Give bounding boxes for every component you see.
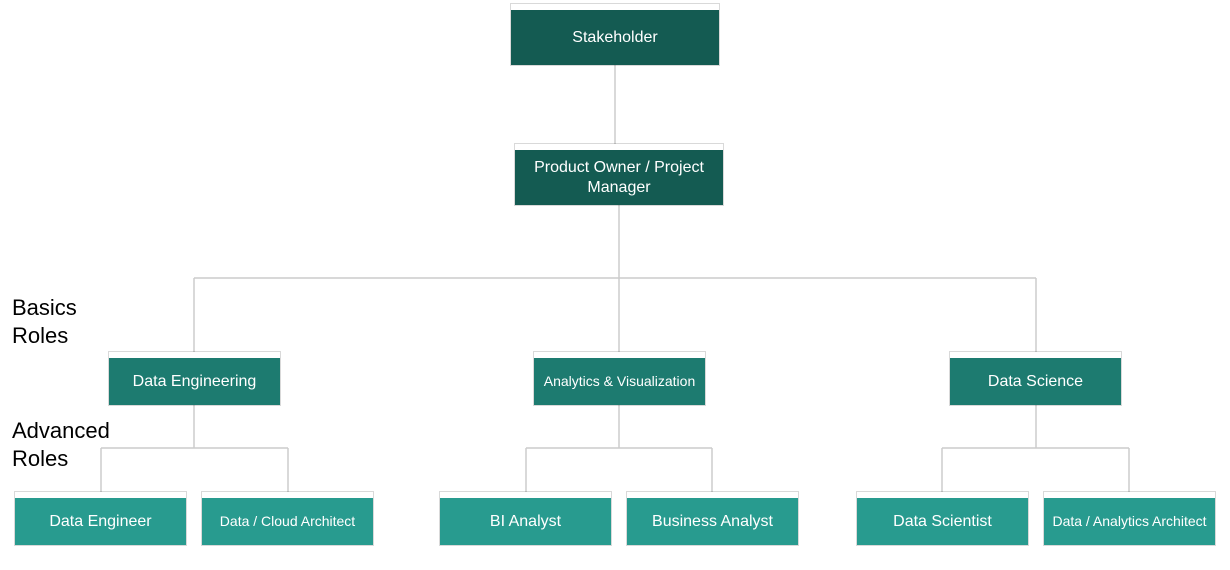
node-data-scientist: Data Scientist <box>856 491 1029 546</box>
node-data-engineering: Data Engineering <box>108 351 281 406</box>
node-data-science: Data Science <box>949 351 1122 406</box>
node-label: Data Science <box>987 372 1084 390</box>
node-label: Product Owner / Project Manager <box>534 159 704 196</box>
node-label: Data / Cloud Architect <box>219 513 356 530</box>
node-data-analytics-architect: Data / Analytics Architect <box>1043 491 1216 546</box>
node-stakeholder: Stakeholder <box>510 3 720 66</box>
advanced-roles-label: Advanced Roles <box>12 418 110 471</box>
node-data-cloud-architect: Data / Cloud Architect <box>201 491 374 546</box>
node-label: Data / Analytics Architect <box>1052 513 1207 530</box>
node-label: Data Engineering <box>132 372 257 390</box>
node-business-analyst: Business Analyst <box>626 491 799 546</box>
node-label: Data Scientist <box>893 512 992 530</box>
node-data-engineer: Data Engineer <box>14 491 187 546</box>
node-label: Analytics & Visualization <box>543 373 696 390</box>
node-product-owner: Product Owner / Project Manager <box>514 143 724 206</box>
node-bi-analyst: BI Analyst <box>439 491 612 546</box>
node-label: Stakeholder <box>572 28 658 46</box>
basic-roles-label: Basics Roles <box>12 295 77 348</box>
node-label: Business Analyst <box>652 512 773 530</box>
node-label: Data Engineer <box>49 512 152 530</box>
node-analytics-visualization: Analytics & Visualization <box>533 351 706 406</box>
node-label: BI Analyst <box>489 512 562 530</box>
